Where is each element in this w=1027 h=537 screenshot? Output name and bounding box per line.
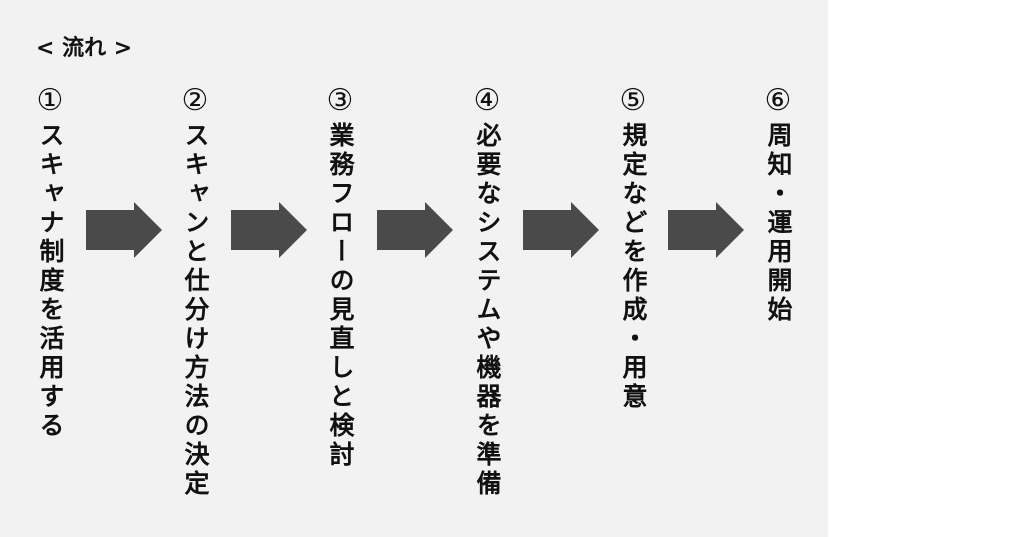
- step-4: ④ 必要なシステムや機器を準備: [467, 83, 507, 500]
- arrow-right-icon: [377, 202, 453, 258]
- step-text: 周知・運用開始: [764, 122, 793, 325]
- step-text: 業務フローの見直しと検討: [326, 122, 355, 470]
- arrow-right-icon: [523, 202, 599, 258]
- step-number: ②: [181, 83, 209, 118]
- step-text: 必要なシステムや機器を準備: [473, 122, 502, 499]
- step-6: ⑥ 周知・運用開始: [758, 83, 798, 326]
- step-text: スキャンと仕分け方法の決定: [181, 122, 210, 499]
- flow-title: < 流れ >: [36, 36, 133, 61]
- step-number: ⑤: [619, 83, 647, 118]
- flow-panel: < 流れ > ① スキャナ制度を活用する ② スキャンと仕分け方法の決定 ③ 業…: [0, 0, 828, 537]
- arrow-right-icon: [668, 202, 744, 258]
- arrow-right-icon: [231, 202, 307, 258]
- step-5: ⑤ 規定などを作成・用意: [613, 83, 653, 413]
- step-number: ④: [473, 83, 501, 118]
- step-text: スキャナ制度を活用する: [36, 122, 65, 441]
- step-number: ①: [36, 83, 64, 118]
- arrow-right-icon: [86, 202, 162, 258]
- step-3: ③ 業務フローの見直しと検討: [320, 83, 360, 471]
- step-2: ② スキャンと仕分け方法の決定: [175, 83, 215, 500]
- step-number: ③: [326, 83, 354, 118]
- step-text: 規定などを作成・用意: [619, 122, 648, 412]
- step-number: ⑥: [764, 83, 792, 118]
- step-1: ① スキャナ制度を活用する: [30, 83, 70, 442]
